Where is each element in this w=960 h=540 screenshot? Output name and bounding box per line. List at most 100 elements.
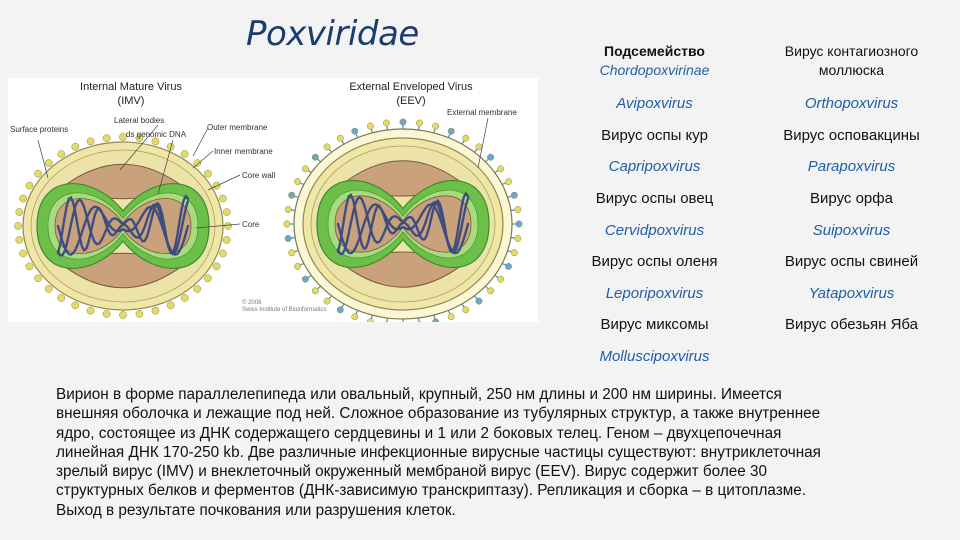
table-row: Molluscipoxvirus — [556, 341, 950, 373]
surface-protein — [432, 318, 440, 322]
surface-protein — [222, 236, 231, 244]
surface-protein — [212, 181, 221, 190]
surface-protein — [462, 134, 470, 142]
leader-line — [157, 139, 174, 195]
leader-line — [195, 223, 241, 229]
description-line: структурных белков и ферментов (ДНК-зави… — [56, 482, 806, 500]
table-header: Подсемейство Chordopoxvirinae Вирус конт… — [556, 38, 950, 88]
virus-name: Вирус осповакцины — [783, 126, 920, 144]
header-molluscum-line1: Вирус контагиозного — [784, 43, 919, 59]
eev-abbr: (EEV) — [396, 95, 426, 107]
surface-protein — [135, 310, 144, 318]
surface-protein — [323, 297, 331, 305]
surface-protein — [57, 150, 66, 158]
surface-protein — [366, 318, 374, 322]
label-outer-membrane: Outer membrane — [207, 123, 268, 132]
surface-protein — [294, 262, 301, 270]
surface-protein — [15, 236, 24, 244]
surface-protein — [119, 311, 127, 319]
surface-protein — [219, 194, 227, 203]
surface-protein — [224, 222, 232, 230]
genus-name: Yatapoxvirus — [808, 284, 895, 302]
genus-name: Cervidpoxvirus — [604, 221, 705, 239]
virus-name: Вирус оспы овец — [595, 190, 714, 208]
surface-protein — [212, 262, 221, 271]
surface-protein — [86, 306, 95, 315]
genomic-dna — [56, 194, 190, 255]
surface-protein — [487, 153, 495, 161]
surface-protein — [514, 206, 522, 213]
genus-name: Orthopoxvirus — [804, 95, 899, 113]
surface-protein — [284, 235, 292, 242]
eev-virion — [283, 118, 523, 322]
leader-line — [477, 117, 489, 169]
label-core: Core — [242, 220, 260, 229]
surface-protein — [44, 285, 53, 293]
imv-abbr: (IMV) — [117, 95, 145, 107]
surface-protein — [180, 294, 189, 302]
header-subfamily: Подсемейство Chordopoxvirinae — [556, 42, 753, 80]
virus-name: Вирус орфа — [810, 190, 893, 208]
surface-protein — [447, 127, 455, 135]
leader-line — [37, 139, 49, 179]
surface-protein — [25, 262, 34, 271]
surface-protein — [288, 191, 296, 199]
label-inner-membrane: Inner membrane — [214, 147, 273, 156]
surface-protein — [447, 313, 455, 321]
surface-protein — [34, 274, 42, 283]
surface-protein — [151, 137, 160, 146]
label-lateral-bodies: Lateral bodies — [114, 116, 165, 125]
surface-protein — [497, 165, 505, 173]
surface-protein — [193, 159, 202, 167]
surface-protein — [336, 306, 344, 314]
leader-line — [207, 174, 241, 191]
description-line: зрелый вирус (IMV) и внеклеточный окруже… — [56, 463, 768, 481]
table-row: Вирус оспы овец Вирус орфа — [556, 183, 950, 215]
description-line: внешняя оболочка и лежащие под ней. Слож… — [56, 405, 821, 423]
surface-protein — [102, 310, 111, 318]
surface-protein — [294, 178, 301, 186]
surface-protein — [288, 249, 296, 257]
label-surface-proteins: Surface proteins — [10, 125, 69, 134]
header-molluscum: Вирус контагиозного моллюска — [753, 42, 950, 80]
surface-protein — [151, 306, 160, 315]
surface-protein — [505, 178, 512, 186]
surface-protein — [71, 301, 80, 310]
genomic-dna — [336, 191, 470, 253]
surface-protein — [514, 235, 522, 242]
surface-protein — [71, 142, 80, 151]
imv-virion — [14, 133, 232, 319]
description-line: Вирион в форме параллелепипеда или оваль… — [56, 386, 782, 403]
surface-protein — [222, 208, 231, 216]
leader-line — [192, 127, 209, 157]
surface-protein — [204, 169, 212, 178]
surface-protein — [19, 194, 27, 203]
surface-protein — [515, 220, 523, 228]
surface-protein — [19, 249, 27, 258]
surface-protein — [311, 287, 319, 295]
virus-name: Вирус обезьян Яба — [784, 316, 919, 334]
surface-protein — [383, 119, 390, 127]
genus-name: Capripoxvirus — [608, 158, 701, 176]
page-title: Poxviridae — [246, 14, 419, 54]
genus-name: Leporipoxvirus — [605, 284, 704, 302]
surface-protein — [366, 122, 374, 130]
copyright-org: Swiss Institute of Bioinformatics — [242, 307, 327, 313]
surface-protein — [284, 206, 292, 213]
copyright-year: © 2008 — [242, 300, 262, 306]
surface-protein — [487, 287, 495, 295]
surface-protein — [399, 118, 407, 126]
label-ds-genomic-dna: ds genomic DNA — [126, 130, 187, 139]
figure-copyright: © 2008 Swiss Institute of Bioinformatics — [242, 300, 326, 314]
surface-protein — [505, 262, 512, 270]
table-row: Leporipoxvirus Yatapoxvirus — [556, 278, 950, 310]
surface-protein — [432, 122, 440, 130]
leader-line — [192, 150, 214, 169]
genus-name: Parapoxvirus — [807, 158, 896, 176]
description-line: ядро, состоящее из ДНК содержащего сердц… — [56, 424, 782, 442]
leader-line — [119, 124, 159, 171]
virion-illustration — [14, 117, 523, 322]
